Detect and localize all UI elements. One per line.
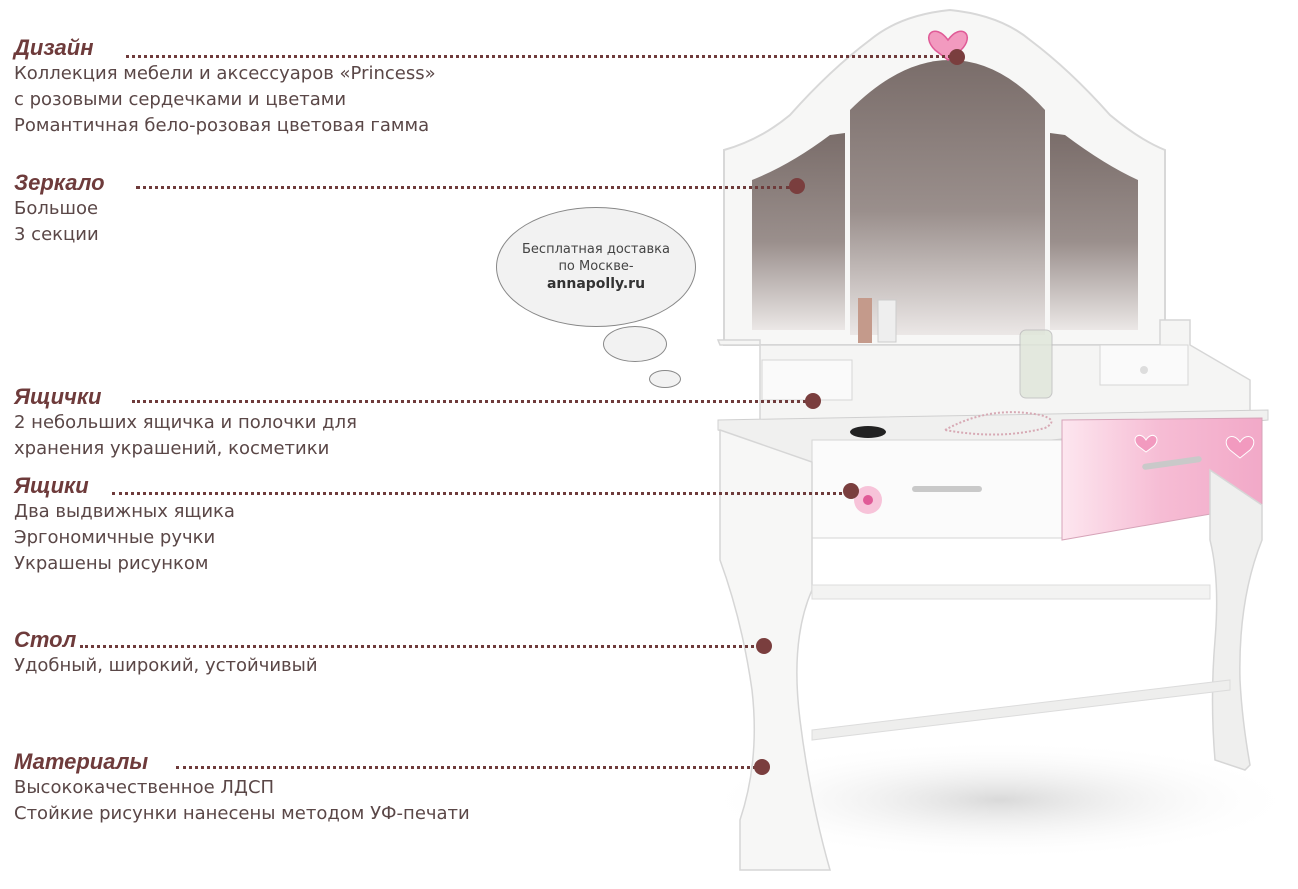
feature-line: Эргономичные ручки (14, 527, 216, 548)
feature-line: Украшены рисунком (14, 553, 209, 574)
feature-materials: Материалы Высококачественное ЛДСП Стойки… (14, 749, 470, 827)
marker-materials (754, 759, 770, 775)
marker-mirror (789, 178, 805, 194)
feature-line: Два выдвижных ящика (14, 501, 235, 522)
marker-small-drawers (805, 393, 821, 409)
feature-line: Стойкие рисунки нанесены методом УФ-печа… (14, 803, 470, 824)
marker-design (949, 49, 965, 65)
feature-line: 3 секции (14, 224, 99, 245)
feature-line: с розовыми сердечками и цветами (14, 89, 347, 110)
feature-title: Стол (14, 627, 79, 652)
leader-drawers (112, 492, 848, 495)
feature-title: Ящики (14, 473, 91, 498)
bubble-puff (603, 326, 667, 362)
feature-table: Стол Удобный, широкий, устойчивый (14, 627, 318, 679)
feature-design: Дизайн Коллекция мебели и аксессуаров «P… (14, 35, 436, 139)
feature-mirror: Зеркало Большое 3 секции (14, 170, 107, 248)
delivery-text: Бесплатная доставка (522, 242, 670, 257)
feature-line: Большое (14, 198, 99, 219)
bubble-puff (649, 370, 681, 388)
feature-line: хранения украшений, косметики (14, 438, 330, 459)
leader-small-drawers (132, 400, 806, 403)
leader-mirror (136, 186, 790, 189)
feature-line: Коллекция мебели и аксессуаров «Princess… (14, 63, 436, 84)
leader-table (80, 645, 760, 648)
feature-line: 2 небольших ящичка и полочки для (14, 412, 357, 433)
delivery-bubble: Бесплатная доставка по Москве- annapolly… (496, 207, 696, 327)
feature-small-drawers: Ящички 2 небольших ящичка и полочки для … (14, 384, 357, 462)
feature-line: Высококачественное ЛДСП (14, 777, 275, 798)
marker-table (756, 638, 772, 654)
feature-title: Дизайн (14, 35, 96, 60)
leader-design (126, 55, 951, 58)
delivery-text: по Москве- (558, 259, 634, 274)
feature-title: Ящички (14, 384, 104, 409)
feature-drawers: Ящики Два выдвижных ящика Эргономичные р… (14, 473, 235, 577)
leader-materials (176, 766, 756, 769)
feature-line: Удобный, широкий, устойчивый (14, 655, 318, 676)
feature-title: Зеркало (14, 170, 107, 195)
feature-line: Романтичная бело-розовая цветовая гамма (14, 115, 430, 136)
marker-drawers (843, 483, 859, 499)
delivery-site-link[interactable]: annapolly.ru (546, 276, 646, 292)
feature-title: Материалы (14, 749, 151, 774)
